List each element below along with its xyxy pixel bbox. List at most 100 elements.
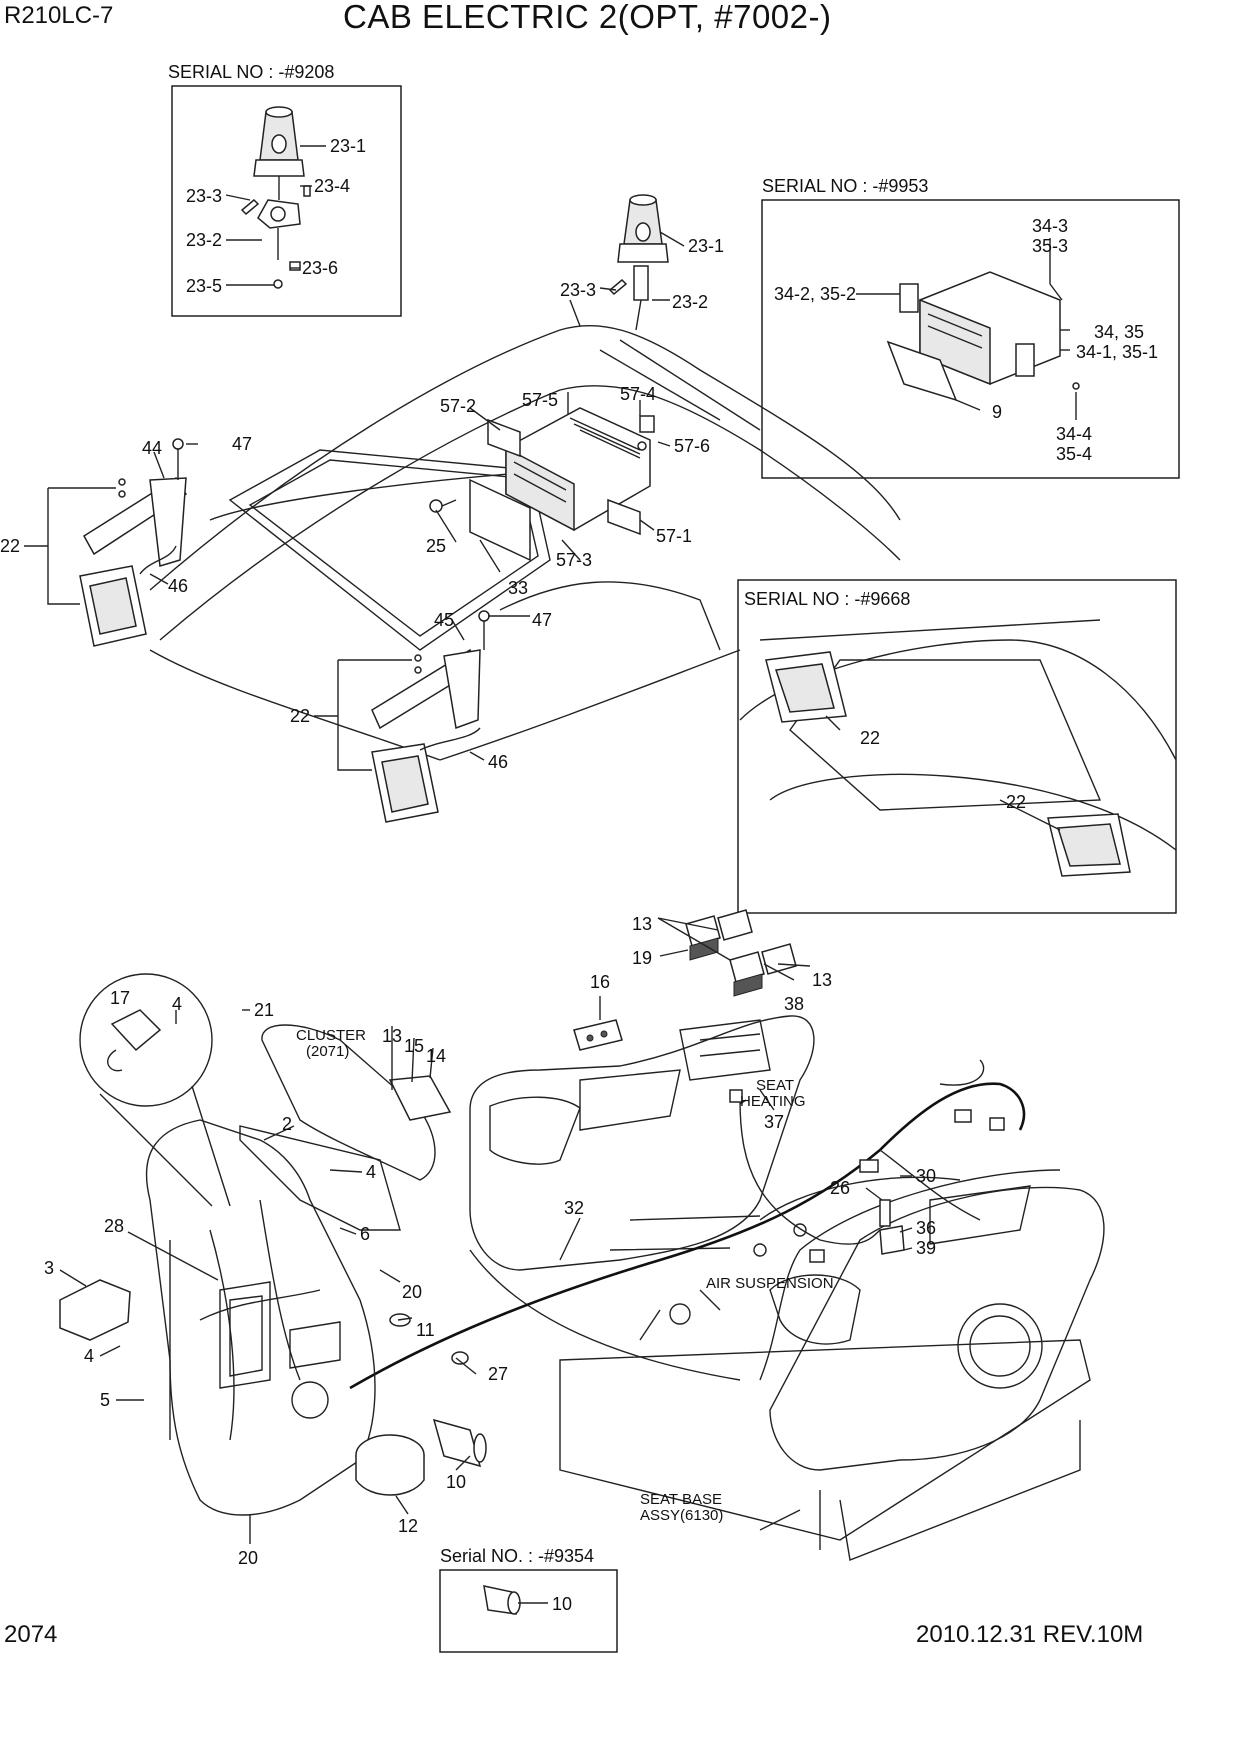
callout-14: 14 (426, 1046, 446, 1066)
detail-magnifier (79, 973, 231, 1207)
callout-23-1: 23-1 (688, 236, 724, 256)
callout-23-6: 23-6 (302, 258, 338, 278)
callout-30: 30 (916, 1166, 936, 1186)
inset-radio-serial-9953: SERIAL NO : -#9953 (761, 176, 1180, 479)
callout-46: 46 (168, 576, 188, 596)
callout-38: 38 (784, 994, 804, 1014)
callout-23-3: 23-3 (186, 186, 222, 206)
date-revision: 2010.12.31 REV.10M (916, 1621, 1144, 1648)
callout-5: 5 (100, 1390, 110, 1410)
callout-35-4: 35-4 (1056, 444, 1092, 464)
callout-57-5: 57-5 (522, 390, 558, 410)
note-seat-base-line1: SEAT BASE (640, 1491, 722, 1508)
beacon-lamp-icon (608, 194, 669, 331)
callout-33: 33 (508, 578, 528, 598)
leader-lines (59, 145, 1077, 1604)
work-lamp-icon (371, 610, 490, 823)
callout-57-4: 57-4 (620, 384, 656, 404)
screw-icon (429, 499, 457, 513)
inset-worklamp-serial-9668: SERIAL NO : -#9668 (737, 579, 1177, 914)
callout-34-35: 34, 35 (1094, 322, 1144, 342)
callout-17: 17 (110, 988, 130, 1008)
callout-4: 4 (172, 994, 182, 1014)
callout-32: 32 (564, 1198, 584, 1218)
callout-26: 26 (830, 1178, 850, 1198)
gauge-icon (355, 1434, 425, 1496)
beacon-lamp-icon (240, 106, 311, 289)
side-panel-outline (145, 1119, 376, 1516)
callout-22: 22 (1006, 792, 1026, 812)
inset-beacon-serial-9208: SERIAL NO : -#9208 (168, 62, 402, 317)
callout-39: 39 (916, 1238, 936, 1258)
callout-28: 28 (104, 1216, 124, 1236)
callout-34-4: 34-4 (1056, 424, 1092, 444)
inset-socket-serial-9354: Serial NO. : -#9354 (439, 1546, 618, 1653)
power-socket-icon (483, 1585, 521, 1615)
callout-47: 47 (532, 610, 552, 630)
callout-20: 20 (402, 1282, 422, 1302)
callout-13: 13 (382, 1026, 402, 1046)
note-cluster-ref: (2071) (306, 1043, 349, 1060)
wiring-harness (349, 1082, 1026, 1390)
note-cluster: CLUSTER (296, 1027, 366, 1044)
model-name: R210LC-7 (4, 2, 114, 29)
callout-6: 6 (360, 1224, 370, 1244)
callout-34-3: 34-3 (1032, 216, 1068, 236)
callout-20: 20 (238, 1548, 258, 1568)
callout-4: 4 (366, 1162, 376, 1182)
console-outline (469, 1015, 1105, 1561)
callout-46: 46 (488, 752, 508, 772)
callout-35-3: 35-3 (1032, 236, 1068, 256)
callout-23-2: 23-2 (186, 230, 222, 250)
callout-27: 27 (488, 1364, 508, 1384)
callout-57-3: 57-3 (556, 550, 592, 570)
radio-unit-icon (886, 271, 1080, 402)
callout-13: 13 (812, 970, 832, 990)
inset-heading: SERIAL NO : -#9668 (744, 589, 910, 609)
callout-13: 13 (632, 914, 652, 934)
callout-16: 16 (590, 972, 610, 992)
callout-11: 11 (416, 1320, 435, 1340)
inset-heading: SERIAL NO : -#9953 (762, 176, 928, 196)
cover-plate-icon (573, 1019, 623, 1051)
note-seat-heating-line1: SEAT (756, 1077, 794, 1094)
callout-10: 10 (446, 1472, 466, 1492)
callout-23-4: 23-4 (314, 176, 350, 196)
callout-36: 36 (916, 1218, 936, 1238)
inset-frame (761, 199, 1180, 479)
work-lamp-icon (765, 651, 847, 723)
callout-44: 44 (142, 438, 162, 458)
callout-3: 3 (44, 1258, 54, 1278)
work-lamp-icon (1047, 813, 1131, 877)
note-seat-base-line2: ASSY(6130) (640, 1507, 723, 1524)
bracket-icon (59, 1279, 131, 1341)
callout-22: 22 (860, 728, 880, 748)
callout-34-1-35-1: 34-1, 35-1 (1076, 342, 1158, 362)
cluster-bracket-icon (239, 1024, 452, 1231)
callout-22: 22 (290, 706, 310, 726)
callout-57-6: 57-6 (674, 436, 710, 456)
callout-23-5: 23-5 (186, 276, 222, 296)
page-title: CAB ELECTRIC 2(OPT, #7002-) (343, 0, 832, 35)
power-socket-icon (432, 1418, 487, 1468)
callout-37: 37 (764, 1112, 784, 1132)
callout-22: 22 (0, 536, 20, 556)
callout-34-2-35-2: 34-2, 35-2 (774, 284, 856, 304)
callout-23-1: 23-1 (330, 136, 366, 156)
callout-21: 21 (254, 1000, 274, 1020)
callout-57-1: 57-1 (656, 526, 692, 546)
callout-23-2: 23-2 (672, 292, 708, 312)
inset-heading: Serial NO. : -#9354 (440, 1546, 594, 1566)
callout-45: 45 (434, 610, 454, 630)
callout-47: 47 (232, 434, 252, 454)
callout-19: 19 (632, 948, 652, 968)
callout-15: 15 (404, 1036, 424, 1056)
inset-frame (171, 85, 402, 317)
callout-23-3: 23-3 (560, 280, 596, 300)
inset-heading: SERIAL NO : -#9208 (168, 62, 334, 82)
radio-unit-icon (469, 407, 655, 562)
callout-12: 12 (398, 1516, 418, 1536)
callout-2: 2 (282, 1114, 292, 1134)
callout-4: 4 (84, 1346, 94, 1366)
